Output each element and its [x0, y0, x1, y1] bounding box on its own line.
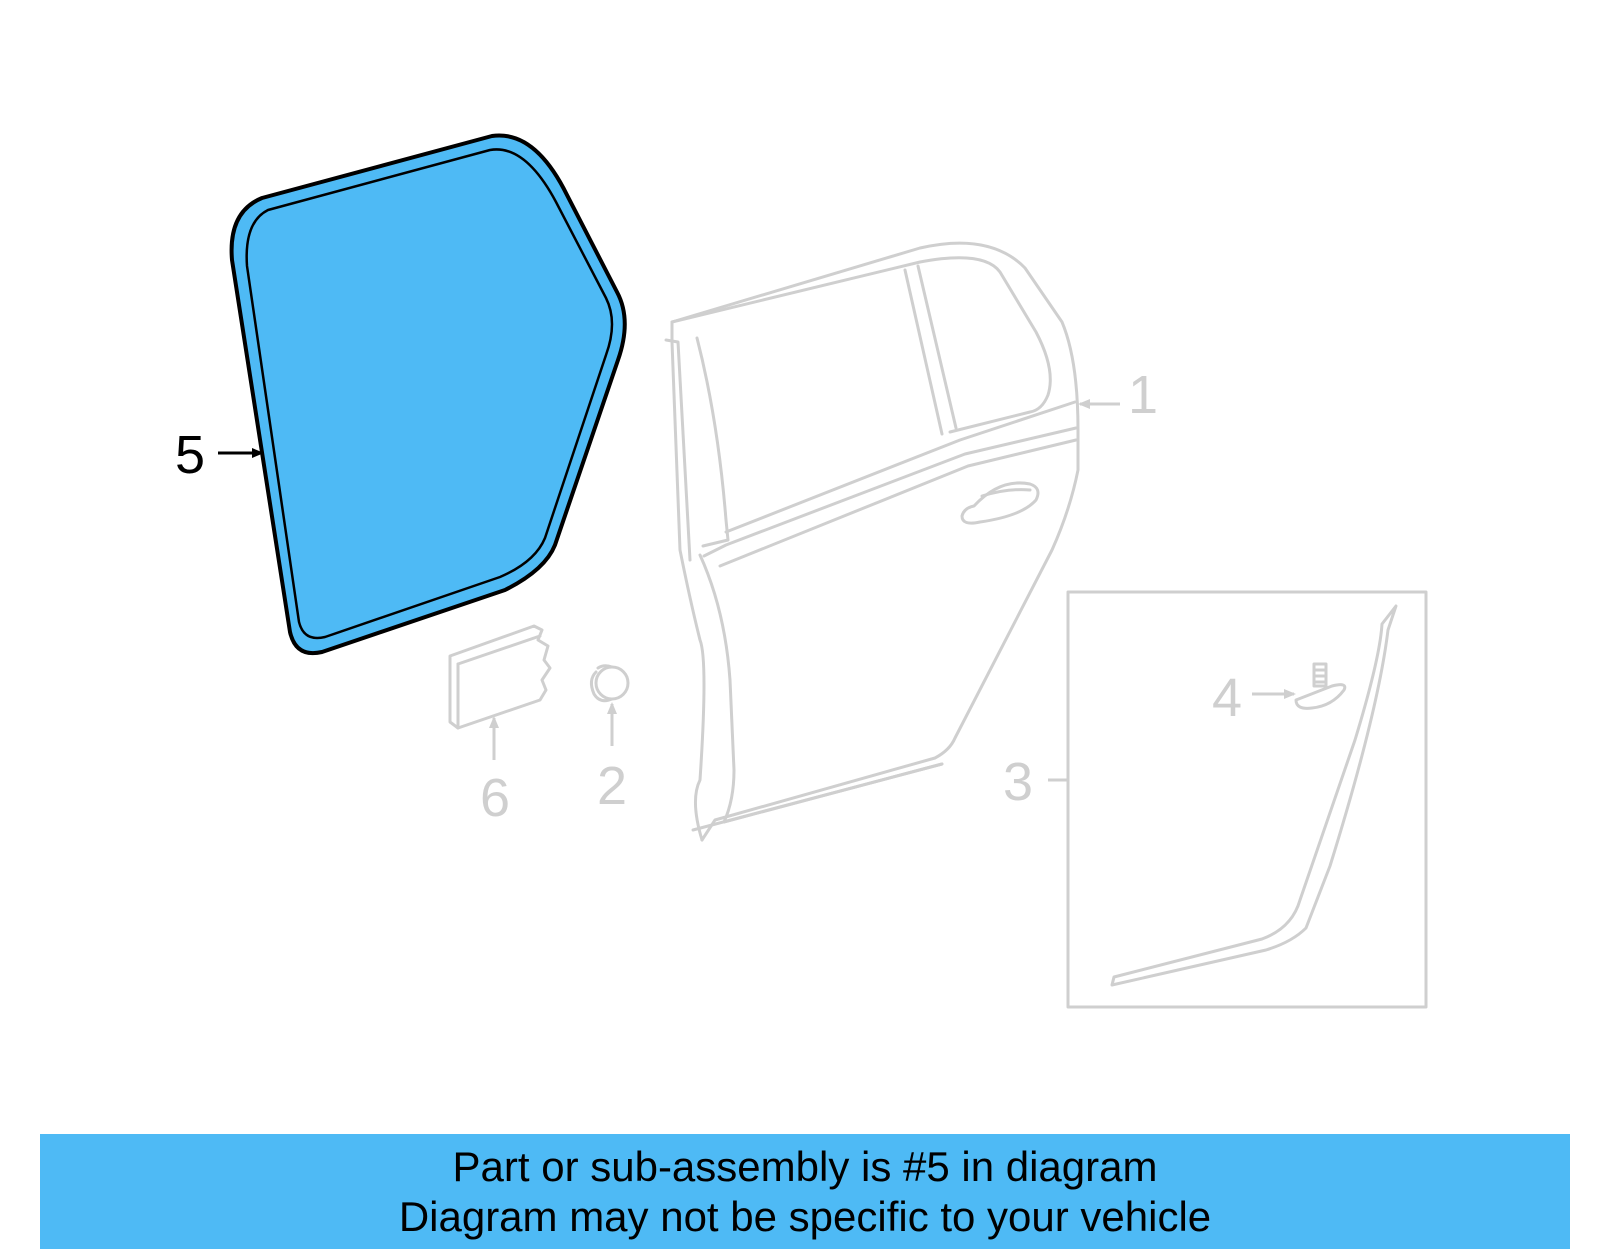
weatherstrip-outer: [229, 133, 627, 655]
part-5-weatherstrip[interactable]: [229, 133, 627, 655]
callout-2[interactable]: 2: [597, 756, 627, 816]
part-6-pad[interactable]: [448, 624, 552, 730]
part-1-door-shell[interactable]: [664, 241, 1080, 842]
callout-6[interactable]: 6: [480, 768, 510, 828]
info-banner: Part or sub-assembly is #5 in diagram Di…: [40, 1134, 1570, 1249]
callout-4[interactable]: 4: [1212, 668, 1242, 728]
banner-line-2: Diagram may not be specific to your vehi…: [398, 1192, 1212, 1240]
part-3-molding-box[interactable]: [1066, 590, 1428, 1009]
banner-background: [40, 1134, 1570, 1249]
callout-3[interactable]: 3: [1003, 752, 1033, 812]
part-2-clip[interactable]: [589, 664, 630, 703]
callout-1[interactable]: 1: [1128, 365, 1158, 425]
weatherstrip-inner: [245, 148, 614, 640]
callout-5[interactable]: 5: [175, 425, 205, 485]
banner-line-1: Part or sub-assembly is #5 in diagram: [452, 1142, 1158, 1190]
part-4-fastener[interactable]: [1294, 662, 1347, 710]
